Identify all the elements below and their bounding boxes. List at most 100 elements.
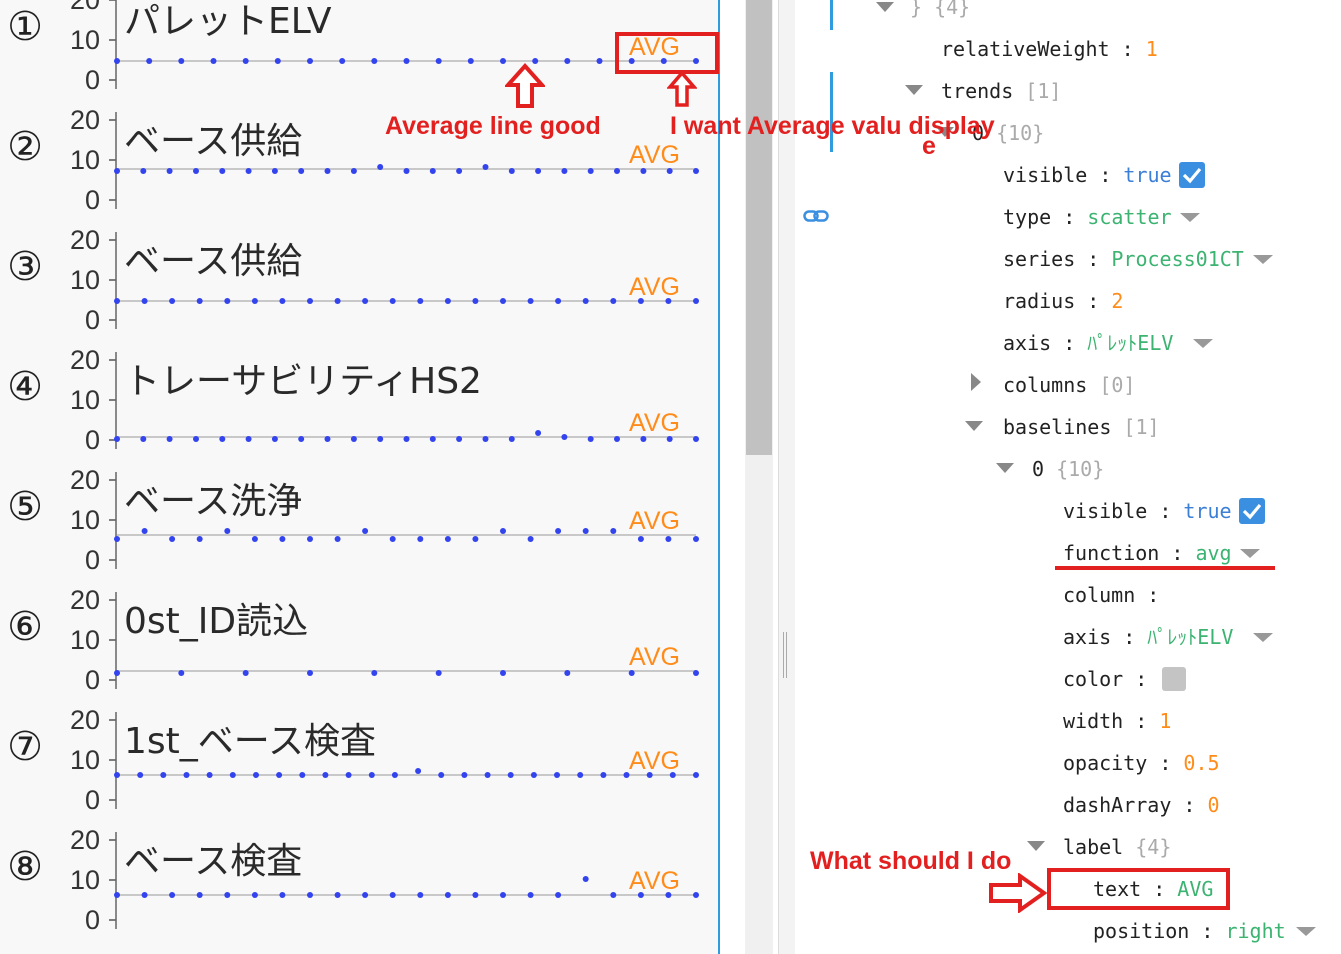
scatter-point	[229, 772, 236, 778]
tree-row-label-text[interactable]: text : AVG	[1093, 874, 1213, 904]
tree-key: relativeWeight	[941, 37, 1110, 61]
tree-row-label-position[interactable]: position : right	[1093, 916, 1286, 946]
dropdown-arrow-icon[interactable]	[1193, 339, 1213, 348]
tree-value[interactable]: 2	[1111, 289, 1124, 313]
scatter-point	[456, 168, 463, 174]
scatter-point	[535, 168, 542, 174]
annotation-box-label-text	[1047, 868, 1230, 910]
scatter-point	[500, 528, 506, 534]
tree-row-baseline-axis[interactable]: axis : ﾊﾟﾚｯﾄELV	[1063, 622, 1233, 652]
scatter-point	[377, 436, 384, 442]
tree-row-baseline-color[interactable]: color :	[1063, 664, 1147, 694]
scrollbar-thumb[interactable]	[746, 0, 772, 455]
average-label: AVG	[629, 747, 680, 775]
scatter-point	[251, 892, 258, 898]
tree-row-visible[interactable]: visible : true	[1003, 160, 1172, 190]
tree-row-relative-weight[interactable]: relativeWeight : 1	[941, 34, 1158, 64]
collapse-arrow-icon[interactable]	[936, 127, 954, 137]
tree-row-baselines[interactable]: baselines [1]	[1003, 412, 1160, 442]
tree-value[interactable]: scatter	[1087, 205, 1172, 229]
dropdown-arrow-icon[interactable]	[1253, 633, 1273, 642]
chart-row-number: ③	[7, 244, 43, 290]
color-swatch[interactable]	[1162, 667, 1186, 691]
scatter-point	[334, 536, 341, 542]
tree-value[interactable]: avg	[1195, 541, 1232, 565]
collapse-arrow-icon[interactable]	[1027, 841, 1045, 851]
scatter-point	[527, 298, 534, 304]
scatter-point	[403, 58, 410, 64]
scatter-point	[640, 436, 647, 442]
tree-row-radius[interactable]: radius : 2	[1003, 286, 1123, 316]
tree-value[interactable]: right	[1225, 919, 1286, 943]
tree-node-bracket[interactable]: } {4}	[910, 0, 970, 22]
tree-row-trends[interactable]: trends [1]	[941, 76, 1061, 106]
scatter-point	[183, 772, 190, 778]
tree-value[interactable]: 0	[1207, 793, 1220, 817]
y-tick-label: 10	[69, 625, 100, 655]
tree-row-baseline-0[interactable]: 0 {10}	[1032, 454, 1104, 484]
scatter-point	[527, 536, 534, 542]
scatter-point	[628, 670, 635, 676]
tree-value[interactable]: AVG	[1177, 877, 1214, 901]
tree-row-baseline-column[interactable]: column :	[1063, 580, 1159, 610]
scatter-point	[219, 436, 226, 442]
tree-value[interactable]: 1	[1159, 709, 1172, 733]
tree-row-baseline-opacity[interactable]: opacity : 0.5	[1063, 748, 1220, 778]
node-count: {4}	[1135, 835, 1172, 859]
tree-value[interactable]: ﾊﾟﾚｯﾄELV	[1087, 331, 1174, 355]
tree-value[interactable]: 0.5	[1183, 751, 1220, 775]
tree-key: trends	[941, 79, 1014, 103]
link-icon[interactable]	[803, 207, 829, 225]
tree-row-label[interactable]: label {4}	[1063, 832, 1171, 862]
scatter-point	[403, 436, 410, 442]
scatter-point	[628, 58, 635, 64]
scatter-point	[114, 772, 120, 778]
scatter-point	[271, 436, 278, 442]
collapse-arrow-icon[interactable]	[965, 421, 983, 431]
chart-row-number: ⑥	[7, 604, 43, 650]
tree-row-baseline-width[interactable]: width : 1	[1063, 706, 1171, 736]
node-count: } {4}	[910, 0, 971, 19]
scatter-point	[555, 892, 562, 898]
gutter	[720, 0, 745, 954]
tree-value[interactable]: true	[1183, 499, 1232, 523]
scatter-point	[307, 58, 313, 64]
dropdown-arrow-icon[interactable]	[1180, 213, 1200, 222]
tree-row-baseline-visible[interactable]: visible : true	[1063, 496, 1232, 526]
tree-row-trend-0[interactable]: 0 {10}	[972, 118, 1044, 148]
tree-value[interactable]: true	[1123, 163, 1172, 187]
scatter-point	[251, 298, 258, 304]
splitter-grip-icon[interactable]	[783, 632, 789, 678]
dropdown-arrow-icon[interactable]	[1240, 549, 1260, 558]
dropdown-arrow-icon[interactable]	[1253, 255, 1273, 264]
collapse-arrow-icon[interactable]	[996, 463, 1014, 473]
tree-row-columns[interactable]: columns [0]	[1003, 370, 1135, 400]
tree-row-type[interactable]: type : scatter	[1003, 202, 1172, 232]
tree-row-baseline-function[interactable]: function : avg	[1063, 538, 1232, 568]
tree-key: opacity	[1063, 751, 1148, 775]
tree-key: text	[1093, 877, 1142, 901]
tree-value[interactable]: ﾊﾟﾚｯﾄELV	[1147, 625, 1234, 649]
dropdown-arrow-icon[interactable]	[1296, 927, 1316, 936]
visible-checkbox[interactable]	[1179, 162, 1205, 188]
tree-row-baseline-dasharray[interactable]: dashArray : 0	[1063, 790, 1220, 820]
scatter-point	[637, 536, 644, 542]
y-tick-label: 0	[84, 185, 100, 215]
tree-value[interactable]: 1	[1145, 37, 1158, 61]
scatter-point	[196, 298, 203, 304]
scatter-point	[666, 168, 673, 174]
baseline-visible-checkbox[interactable]	[1239, 498, 1265, 524]
tree-row-series[interactable]: series : Process01CT	[1003, 244, 1244, 274]
scatter-point	[467, 58, 474, 64]
y-tick-label: 0	[84, 785, 100, 815]
expand-arrow-icon[interactable]	[971, 373, 981, 391]
tree-row-axis[interactable]: axis : ﾊﾟﾚｯﾄELV	[1003, 328, 1173, 358]
pane-splitter[interactable]	[778, 0, 796, 954]
scatter-point	[206, 772, 213, 778]
tree-value[interactable]: Process01CT	[1111, 247, 1244, 271]
collapse-arrow-icon[interactable]	[876, 2, 894, 12]
scatter-point	[242, 670, 249, 676]
y-tick-label: 10	[69, 265, 100, 295]
collapse-arrow-icon[interactable]	[905, 85, 923, 95]
chart-title: ベース検査	[124, 841, 303, 882]
